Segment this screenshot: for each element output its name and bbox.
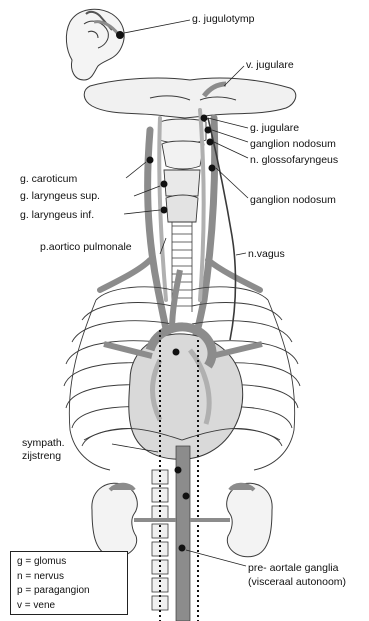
ganglion-jugulare-dot (201, 115, 208, 122)
legend-box: g = glomus n = nervus p = paragangion v … (10, 551, 128, 615)
label-ganglion-nodosum-1: ganglion nodosum (250, 138, 336, 150)
ganglion-laryngeus-sup-dot (161, 181, 168, 188)
label-pre-aortale-ganglia: pre- aortale ganglia (248, 562, 339, 574)
pre-aortic-ganglion-dot-2 (183, 493, 190, 500)
pre-aortic-ganglion-dot-3 (179, 545, 186, 552)
legend-item-vene: v = vene (17, 599, 127, 614)
leader-jugulotymp (124, 20, 190, 33)
ganglion-nodosum-dot-2 (209, 165, 216, 172)
label-visceraal-autonoom: (visceraal autonoom) (248, 576, 346, 588)
legend-item-glomus: g = glomus (17, 555, 127, 570)
paraganglion-aortico-pulmonale-dot (173, 349, 180, 356)
pre-aortic-ganglion-dot-1 (175, 467, 182, 474)
label-g-jugulare: g. jugulare (250, 122, 299, 134)
label-zijstreng: zijstreng (22, 450, 61, 462)
ganglion-glossofaryngeus-dot (207, 139, 214, 146)
label-g-laryngeus-sup: g. laryngeus sup. (20, 190, 100, 202)
label-v-jugulare: v. jugulare (246, 59, 294, 71)
label-p-aortico-pulmonale: p.aortico pulmonale (40, 241, 132, 253)
label-n-glossofaryngeus: n. glossofaryngeus (250, 154, 338, 166)
cervical-structures (160, 119, 206, 222)
ganglion-jugulotymp-dot (116, 31, 124, 39)
label-g-laryngeus-inf: g. laryngeus inf. (20, 209, 94, 221)
label-n-vagus: n.vagus (248, 248, 285, 260)
ganglion-laryngeus-inf-dot (161, 207, 168, 214)
legend-item-nervus: n = nervus (17, 570, 127, 585)
ganglion-nodosum-dot-1 (205, 127, 212, 134)
skull-base (84, 78, 296, 118)
label-g-jugulotymp: g. jugulotymp (192, 13, 255, 25)
legend-item-paragangion: p = paragangion (17, 584, 127, 599)
label-sympath: sympath. (22, 437, 65, 449)
label-ganglion-nodosum-2: ganglion nodosum (250, 194, 336, 206)
label-g-caroticum: g. caroticum (20, 173, 77, 185)
ear-illustration (66, 9, 124, 80)
ganglion-caroticum-dot (147, 157, 154, 164)
